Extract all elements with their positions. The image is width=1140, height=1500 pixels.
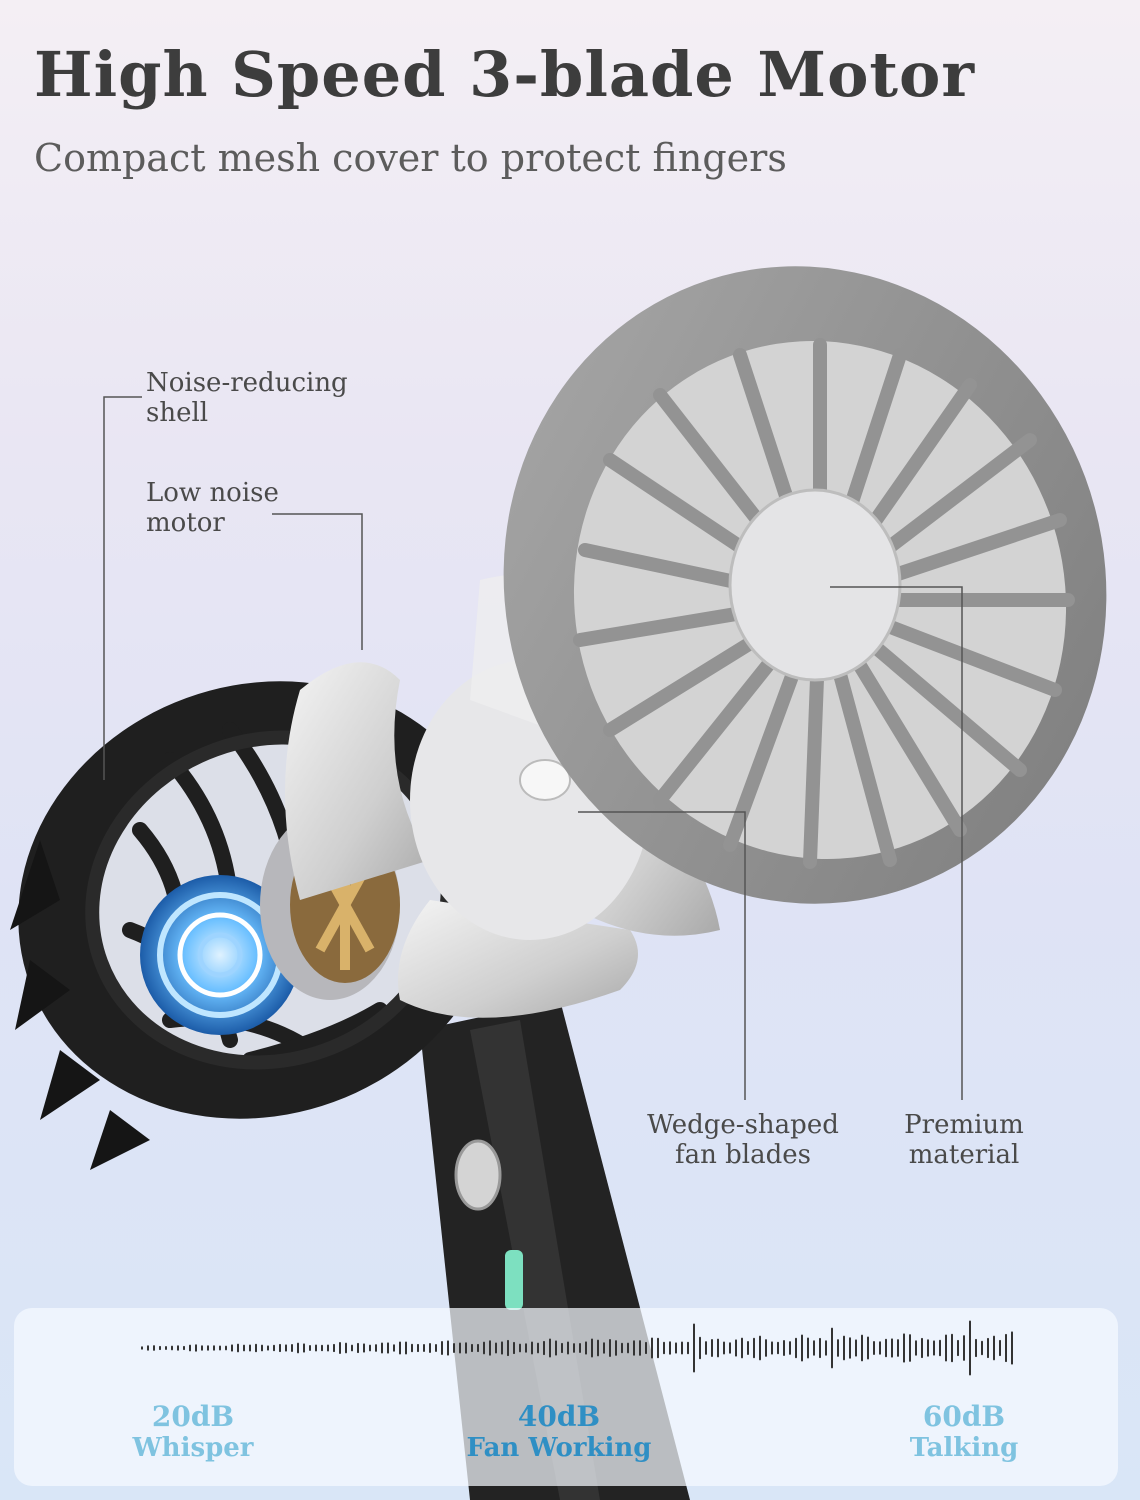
callout-lines	[103, 396, 963, 1100]
noise-level-name: Talking	[909, 1433, 1019, 1463]
page-title: High Speed 3-blade Motor	[34, 38, 976, 111]
sound-wave-bars	[141, 1320, 1013, 1376]
callout-noise-reducing-shell: Noise-reducing shell	[146, 368, 348, 428]
noise-level-whisper: 20dB Whisper	[118, 1400, 268, 1463]
callout-line-2: fan blades	[675, 1140, 811, 1170]
callout-line-2: material	[908, 1140, 1020, 1170]
noise-level-talking: 60dB Talking	[894, 1400, 1034, 1463]
callout-line-1: Noise-reducing	[146, 368, 348, 398]
page-subtitle: Compact mesh cover to protect fingers	[34, 136, 787, 180]
noise-level-db: 20dB	[151, 1400, 235, 1433]
noise-level-name: Fan Working	[466, 1433, 652, 1463]
callout-line-2: motor	[146, 508, 225, 538]
noise-level-name: Whisper	[132, 1433, 254, 1463]
callout-line-2: shell	[146, 398, 209, 428]
motor-glow	[140, 875, 300, 1035]
noise-level-panel: 20dB Whisper 40dB Fan Working 60dB Talki…	[14, 1308, 1118, 1486]
callout-line-1: Wedge-shaped	[647, 1110, 839, 1140]
callout-premium-material: Premium material	[896, 1110, 1032, 1170]
noise-level-db: 40dB	[517, 1400, 601, 1433]
callout-line-1: Premium	[904, 1110, 1024, 1140]
power-button	[454, 1139, 502, 1211]
callout-wedge-shaped-blades: Wedge-shaped fan blades	[638, 1110, 848, 1170]
callout-low-noise-motor: Low noise motor	[146, 478, 279, 538]
fan-cover	[503, 266, 1107, 904]
noise-level-db: 60dB	[922, 1400, 1006, 1433]
callout-line-1: Low noise	[146, 478, 279, 508]
indicator-light	[505, 1250, 523, 1310]
noise-level-fan-working: 40dB Fan Working	[454, 1400, 664, 1463]
